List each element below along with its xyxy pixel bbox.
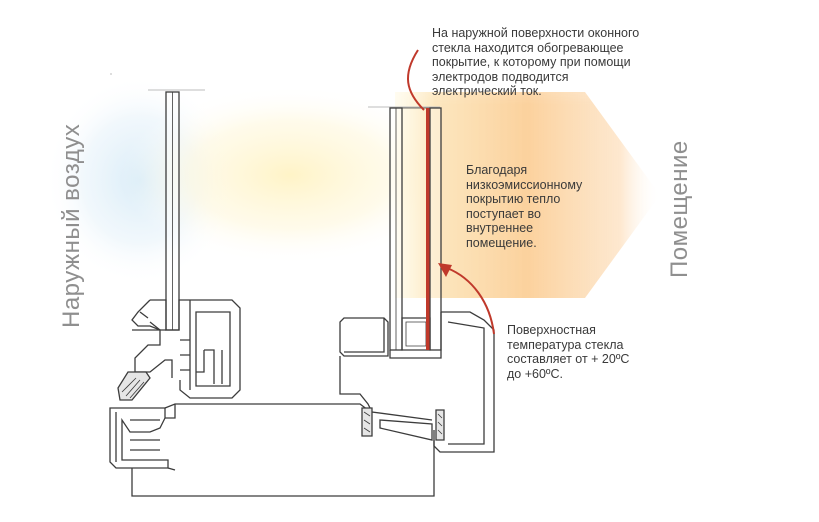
outside-air-label: Наружный воздух	[58, 123, 85, 328]
top-guides	[110, 73, 440, 108]
inner-window-frame	[339, 107, 495, 453]
annotation-surface-temperature: Поверхностная температура стекла составл…	[507, 323, 630, 381]
between-yellow-glow	[120, 85, 460, 265]
heat-glow	[45, 75, 660, 298]
annotation-heating-coating: На наружной поверхности оконного стекла …	[432, 26, 640, 98]
outer-window-frame	[109, 91, 435, 497]
annotation-arrows	[406, 49, 495, 335]
room-label: Помещение	[666, 140, 693, 278]
arrow-surface-temperature	[446, 267, 495, 335]
arrow-head-icon	[438, 263, 452, 277]
annotation-low-e-coating: Благодаря низкоэмиссионному покрытию теп…	[466, 163, 583, 250]
room-warm-arrow	[395, 92, 660, 298]
arrow-heating-coating	[406, 49, 425, 111]
inner-glass-right	[429, 107, 442, 351]
heating-coating-layer	[426, 108, 430, 350]
